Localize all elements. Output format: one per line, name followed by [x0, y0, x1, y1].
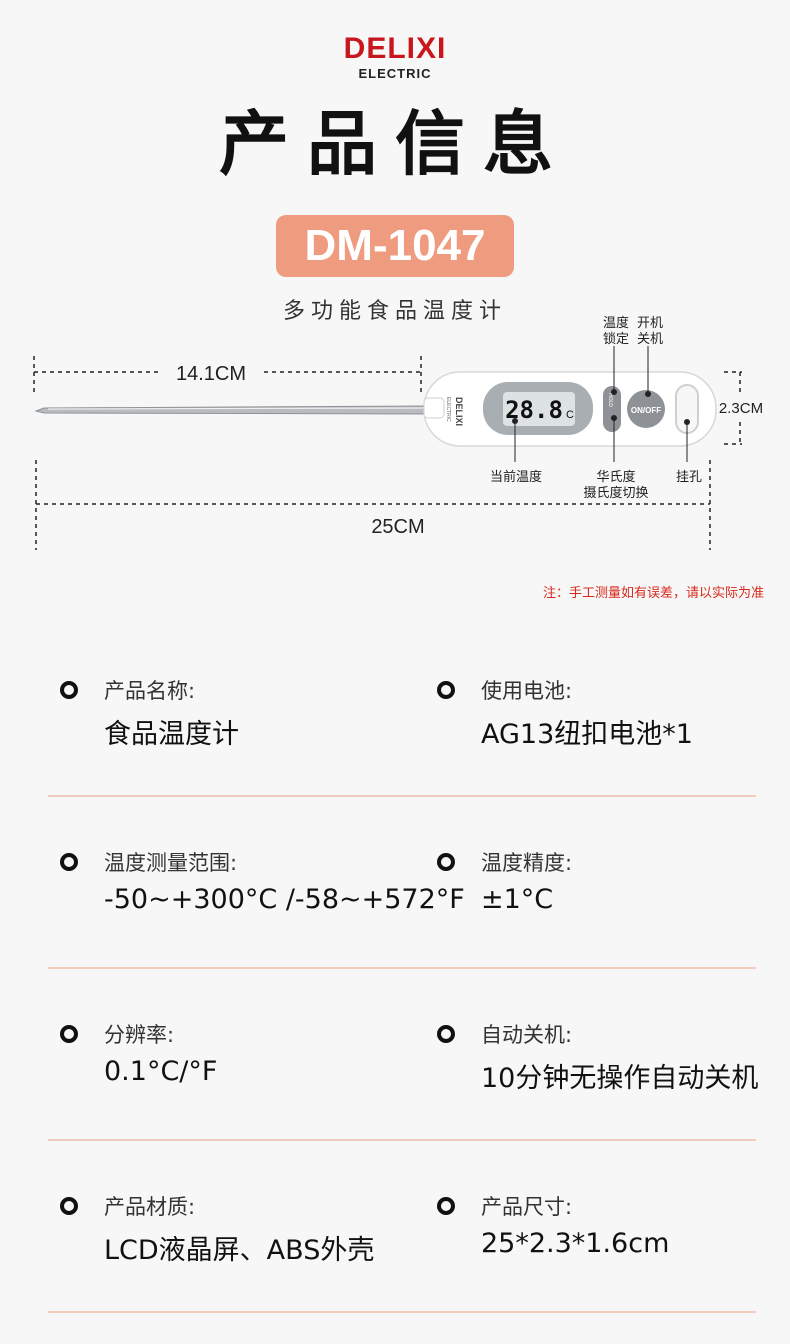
spec-value: -50~+300°C /-58~+572°F — [104, 884, 465, 915]
spec-value: LCD液晶屏、ABS外壳 — [104, 1235, 375, 1266]
spec-item: 产品材质: LCD液晶屏、ABS外壳 — [60, 1166, 420, 1267]
callout-power-2: 关机 — [637, 332, 663, 347]
hold-button-label: HOLD — [607, 393, 613, 407]
spec-label: 产品名称: — [104, 679, 196, 703]
brand-logo: DELIXI ELECTRIC — [0, 32, 790, 82]
bullet-icon — [60, 1025, 78, 1043]
divider — [48, 967, 756, 969]
hold-button[interactable] — [603, 386, 621, 432]
divider — [48, 1311, 756, 1313]
thermometer-diagram: 14.1CM DELIXI ELECTRIC 28.8 C HOLD ON/OF… — [33, 315, 763, 550]
bullet-icon — [60, 1197, 78, 1215]
divider — [48, 795, 756, 797]
spec-label: 自动关机: — [481, 1023, 573, 1047]
callout-current-temp: 当前温度 — [490, 469, 542, 485]
spec-item: 分辨率: 0.1°C/°F — [60, 994, 420, 1087]
spec-value: 0.1°C/°F — [104, 1056, 218, 1087]
spec-row: 温度测量范围: -50~+300°C /-58~+572°F 温度精度: ±1°… — [0, 822, 790, 994]
spec-item: 产品尺寸: 25*2.3*1.6cm — [437, 1166, 777, 1259]
spec-list: 产品名称: 食品温度计 使用电池: AG13纽扣电池*1 温度测量范围: -50… — [0, 650, 790, 1338]
spec-value: ±1°C — [481, 884, 554, 915]
lcd-screen — [503, 392, 575, 426]
product-subtitle: 多功能食品温度计 — [282, 299, 507, 324]
brand-name: DELIXI — [343, 32, 447, 65]
bullet-icon — [437, 1197, 455, 1215]
callout-lock-2: 锁定 — [603, 331, 629, 347]
power-button-label: ON/OFF — [631, 406, 661, 415]
spec-item: 产品名称: 食品温度计 — [60, 650, 420, 751]
spec-label: 温度测量范围: — [104, 851, 238, 875]
spec-value: AG13纽扣电池*1 — [481, 719, 693, 750]
spec-item: 温度精度: ±1°C — [437, 822, 777, 915]
page-title: 产品信息 — [219, 103, 571, 185]
spec-value: 食品温度计 — [104, 719, 239, 750]
bullet-icon — [437, 853, 455, 871]
total-length-label: 25CM — [371, 516, 424, 538]
callout-switch-2: 摄氏度切换 — [583, 485, 648, 501]
callout-hang-hole: 挂孔 — [676, 470, 702, 485]
spec-label: 分辨率: — [104, 1023, 175, 1047]
spec-item: 使用电池: AG13纽扣电池*1 — [437, 650, 777, 751]
spec-item: 温度测量范围: -50~+300°C /-58~+572°F — [60, 822, 465, 915]
height-label: 2.3CM — [719, 400, 763, 417]
power-button[interactable] — [627, 390, 665, 428]
spec-row: 产品名称: 食品温度计 使用电池: AG13纽扣电池*1 — [0, 650, 790, 822]
probe — [34, 405, 429, 415]
spec-row: 分辨率: 0.1°C/°F 自动关机: 10分钟无操作自动关机 — [0, 994, 790, 1166]
spec-value: 25*2.3*1.6cm — [481, 1228, 670, 1259]
probe-length-label: 14.1CM — [176, 363, 246, 385]
measurement-note: 注：手工测量如有误差，请以实际为准 — [542, 586, 764, 601]
bullet-icon — [437, 1025, 455, 1043]
spec-label: 使用电池: — [481, 679, 573, 703]
model-badge: DM-1047 — [276, 215, 514, 277]
callout-switch-1: 华氏度 — [596, 469, 635, 485]
spec-item: 自动关机: 10分钟无操作自动关机 — [437, 994, 777, 1095]
callout-power-1: 开机 — [637, 316, 663, 331]
spec-row: 产品材质: LCD液晶屏、ABS外壳 产品尺寸: 25*2.3*1.6cm — [0, 1166, 790, 1338]
spec-value: 10分钟无操作自动关机 — [481, 1063, 759, 1094]
device-brand: DELIXI — [454, 397, 464, 426]
device-brand-sub: ELECTRIC — [445, 397, 451, 422]
brand-subname: ELECTRIC — [358, 66, 432, 81]
spec-label: 产品材质: — [104, 1195, 196, 1219]
divider — [48, 1139, 756, 1141]
callout-lock-1: 温度 — [603, 315, 629, 331]
display-unit: C — [566, 409, 574, 421]
spec-label: 温度精度: — [481, 851, 573, 875]
spec-label: 产品尺寸: — [481, 1195, 573, 1219]
bullet-icon — [60, 853, 78, 871]
bullet-icon — [60, 681, 78, 699]
bullet-icon — [437, 681, 455, 699]
